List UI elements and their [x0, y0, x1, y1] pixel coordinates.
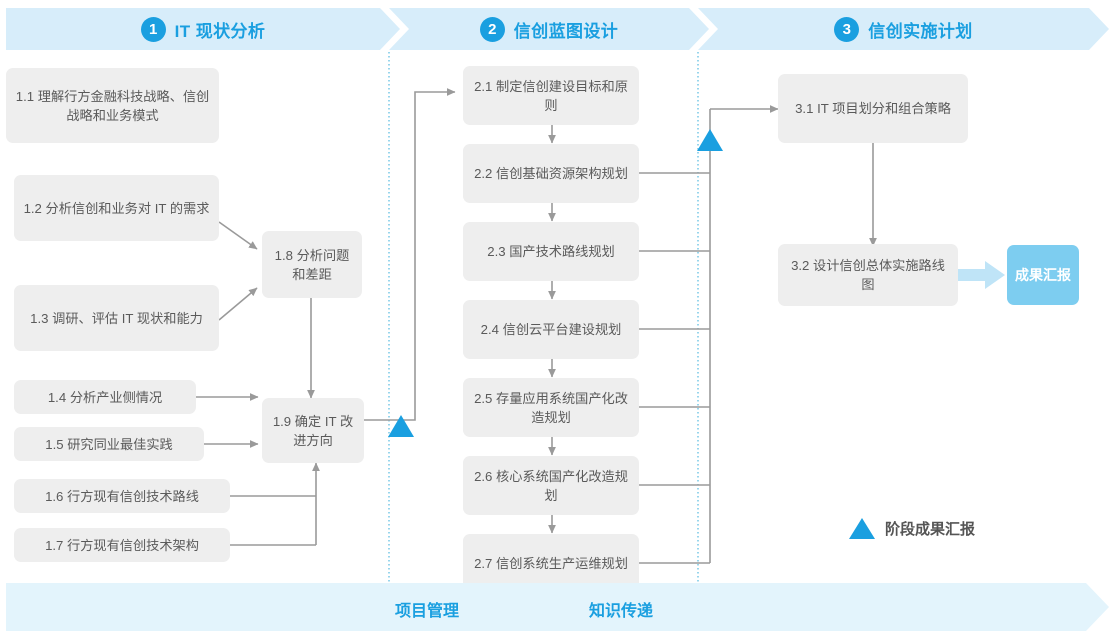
legend: 阶段成果汇报 [849, 518, 975, 539]
phase-band-3: 3 信创实施计划 [698, 8, 1109, 50]
node-1-5[interactable]: 1.5 研究同业最佳实践 [14, 427, 204, 461]
node-1-4[interactable]: 1.4 分析产业侧情况 [14, 380, 196, 414]
node-1-8[interactable]: 1.8 分析问题和差距 [262, 231, 362, 298]
phase-1-title: IT 现状分析 [174, 21, 266, 41]
phase-band-2-shape [389, 8, 709, 50]
phase-band-3-shape [698, 8, 1109, 50]
link-1-2-to-1-8 [218, 221, 258, 250]
node-2-6[interactable]: 2.6 核心系统国产化改造规划 [463, 456, 639, 515]
phase-band-2: 2 信创蓝图设计 [389, 8, 709, 50]
node-1-6[interactable]: 1.6 行方现有信创技术路线 [14, 479, 230, 513]
node-1-3[interactable]: 1.3 调研、评估 IT 现状和能力 [14, 285, 219, 351]
link-1-3-to-1-8 [218, 287, 258, 321]
bottom-label-project-management: 项目管理 [395, 603, 460, 620]
phase-2-title: 信创蓝图设计 [513, 21, 619, 41]
bottom-band-shape [6, 583, 1109, 631]
triangle-marker-icon [849, 518, 875, 539]
legend-label: 阶段成果汇报 [885, 521, 976, 538]
link-1-9-to-2-1 [364, 88, 456, 421]
node-2-3[interactable]: 2.3 国产技术路线规划 [463, 222, 639, 281]
link-3-2-to-result [958, 261, 1005, 289]
result-report-node[interactable]: 成果汇报 [1007, 245, 1079, 305]
phase-band-1: 1 IT 现状分析 [6, 8, 400, 50]
node-2-4[interactable]: 2.4 信创云平台建设规划 [463, 300, 639, 359]
phase-1-number: 1 [140, 16, 166, 42]
bottom-band [6, 583, 1109, 631]
phase-2-number: 2 [479, 16, 505, 42]
milestone-triangle-phase1 [388, 415, 414, 437]
node-1-1[interactable]: 1.1 理解行方金融科技战略、信创战略和业务模式 [6, 68, 219, 143]
node-2-5[interactable]: 2.5 存量应用系统国产化改造规划 [463, 378, 639, 437]
node-1-9[interactable]: 1.9 确定 IT 改进方向 [262, 398, 364, 463]
node-2-2[interactable]: 2.2 信创基础资源架构规划 [463, 144, 639, 203]
phase-3-title: 信创实施计划 [868, 21, 973, 41]
node-1-7[interactable]: 1.7 行方现有信创技术架构 [14, 528, 230, 562]
node-3-1[interactable]: 3.1 IT 项目划分和组合策略 [778, 74, 968, 143]
phase-band-1-shape [6, 8, 400, 50]
node-2-1[interactable]: 2.1 制定信创建设目标和原则 [463, 66, 639, 125]
phase-3-number: 3 [834, 16, 860, 42]
milestone-triangle-phase2 [697, 129, 723, 151]
node-2-7[interactable]: 2.7 信创系统生产运维规划 [463, 534, 639, 593]
node-3-2[interactable]: 3.2 设计信创总体实施路线图 [778, 244, 958, 306]
bottom-label-knowledge-transfer: 知识传递 [589, 603, 654, 620]
node-1-2[interactable]: 1.2 分析信创和业务对 IT 的需求 [14, 175, 219, 241]
